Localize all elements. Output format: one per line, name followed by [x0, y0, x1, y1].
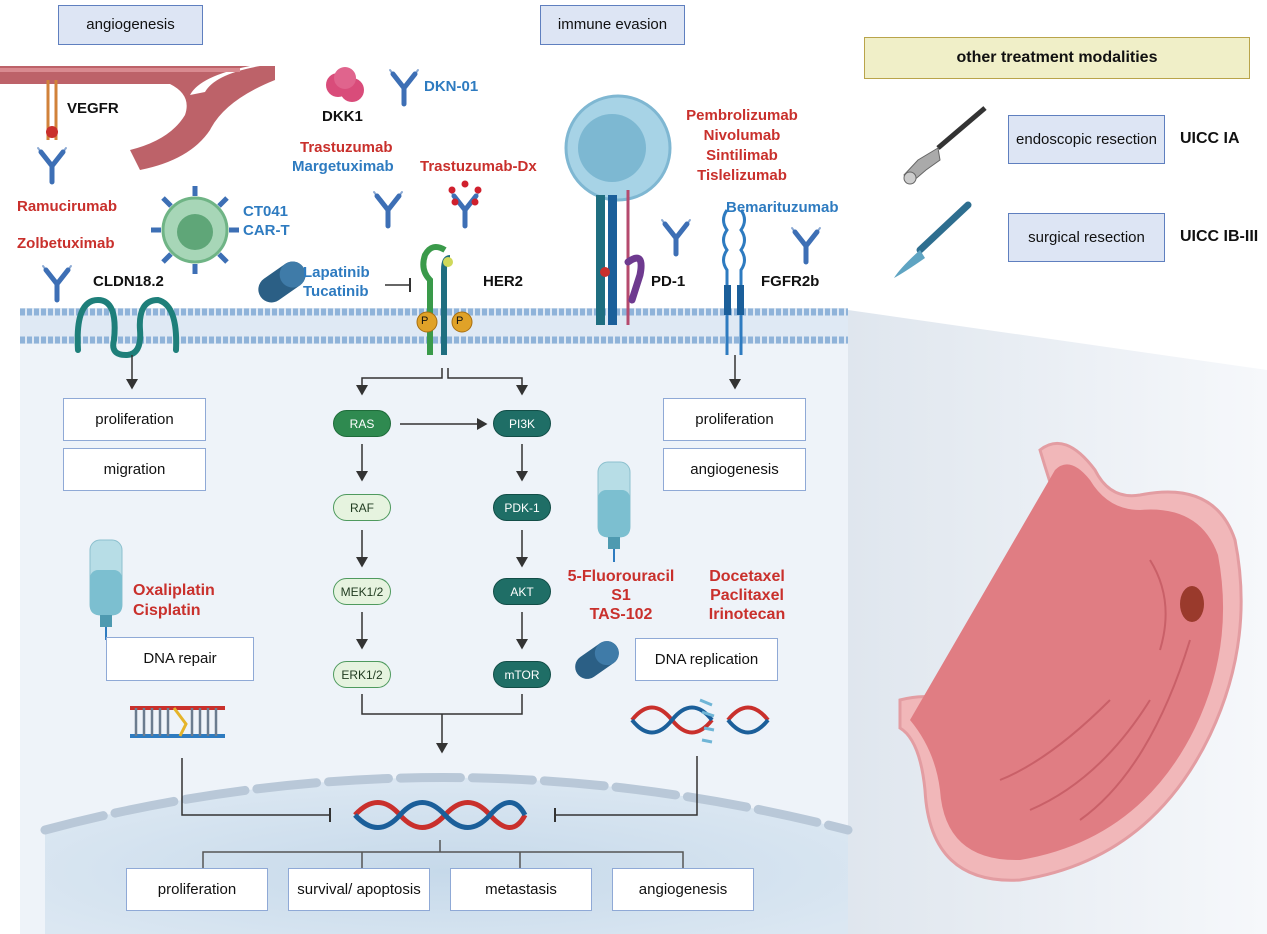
dna-repair-box: DNA repair	[106, 637, 254, 681]
capsule-icon	[575, 641, 619, 679]
cldn18-2-label: CLDN18.2	[93, 273, 164, 290]
endoscopic-resection-box: endoscopic resection	[1008, 115, 1165, 164]
blood-vessel	[0, 66, 275, 170]
dkk1-protein-icon	[326, 67, 364, 102]
outcome-metastasis-box: metastasis	[450, 868, 592, 911]
tas-102-label: TAS-102	[589, 606, 653, 623]
her2-receptor	[416, 243, 473, 355]
antibody-icon	[390, 70, 418, 104]
angiogenesis-box: angiogenesis	[663, 448, 806, 491]
oxaliplatin-label: Oxaliplatin	[133, 582, 215, 599]
dna-replication-box: DNA replication	[635, 638, 778, 681]
cisplatin-label: Cisplatin	[133, 602, 201, 619]
mek-node: MEK1/2	[333, 578, 391, 605]
migration-box: migration	[63, 448, 206, 491]
pembrolizumab-label: Pembrolizumab	[686, 107, 798, 124]
vegfr-receptor	[46, 80, 58, 140]
iv-bag-icon	[89, 539, 123, 640]
scalpel-icon	[894, 201, 972, 278]
proliferation-box: proliferation	[63, 398, 206, 441]
angiogenesis-category: angiogenesis	[58, 5, 203, 45]
iv-bag-icon	[597, 461, 631, 562]
fgfr2b-label: FGFR2b	[761, 273, 820, 290]
s1-label: S1	[611, 587, 631, 604]
mtor-node: mTOR	[493, 661, 551, 688]
irinotecan-label: Irinotecan	[708, 606, 786, 623]
uicc-ia-label: UICC IA	[1180, 130, 1240, 147]
trastuzumab-dx-label: Trastuzumab-Dx	[420, 158, 537, 175]
tislelizumab-label: Tislelizumab	[697, 167, 787, 184]
her2-label: HER2	[483, 273, 524, 290]
sintilimab-label: Sintilimab	[706, 147, 778, 164]
pd-1-label: PD-1	[651, 273, 686, 290]
erk-node: ERK1/2	[333, 661, 391, 688]
pdk1-node: PDK-1	[493, 494, 551, 521]
5-fluorouracil-label: 5-Fluorouracil	[567, 568, 675, 585]
uicc-ib-iii-label: UICC IB-III	[1180, 228, 1259, 245]
nivolumab-label: Nivolumab	[703, 127, 781, 144]
cldn18-2-receptor	[74, 296, 180, 359]
dna-helix-icon	[353, 800, 528, 830]
phosphate-label: P	[456, 315, 464, 327]
pi3k-node: PI3K	[493, 410, 551, 437]
proliferation-box: proliferation	[663, 398, 806, 441]
dna-ladder-icon	[130, 706, 225, 738]
docetaxel-label: Docetaxel	[709, 568, 785, 585]
nuclear-envelope	[40, 773, 853, 835]
capsule-icon	[258, 261, 306, 303]
car-t-label: CAR-T	[243, 222, 290, 239]
antibody-icon	[374, 192, 402, 226]
dkk1-label: DKK1	[322, 108, 363, 125]
trastuzumab-label: Trastuzumab	[300, 139, 393, 156]
antibody-icon	[451, 192, 479, 226]
akt-node: AKT	[493, 578, 551, 605]
bemarituzumab-label: Bemarituzumab	[726, 199, 839, 216]
antibody-icon	[662, 220, 690, 254]
outcome-survival-box: survival/ apoptosis	[288, 868, 430, 911]
endoscope-icon	[903, 106, 987, 185]
phosphate-label: P	[421, 315, 429, 327]
drug-conjugate-icon	[448, 180, 482, 206]
immune-evasion-category: immune evasion	[540, 5, 685, 45]
outcome-proliferation-box: proliferation	[126, 868, 268, 911]
lapatinib-label: Lapatinib	[303, 264, 370, 281]
antibody-icon	[43, 266, 71, 300]
ras-node: RAS	[333, 410, 391, 437]
other-treatment-header: other treatment modalities	[864, 37, 1250, 79]
zolbetuximab-label: Zolbetuximab	[17, 235, 115, 252]
dkn-01-label: DKN-01	[424, 78, 479, 95]
tucatinib-label: Tucatinib	[303, 283, 369, 300]
fgfr2b-receptor	[722, 209, 746, 355]
dna-helix-icon	[630, 698, 770, 744]
antibody-icon	[38, 148, 66, 182]
ramucirumab-label: Ramucirumab	[17, 198, 118, 215]
margetuximab-label: Margetuximab	[292, 158, 394, 175]
t-cell-icon	[564, 94, 672, 325]
antibody-icon	[792, 228, 820, 262]
stomach-icon	[898, 441, 1243, 882]
car-t-cell-icon	[151, 186, 239, 274]
surgical-resection-box: surgical resection	[1008, 213, 1165, 262]
outcome-angiogenesis-box: angiogenesis	[612, 868, 754, 911]
vegfr-label: VEGFR	[67, 100, 119, 117]
raf-node: RAF	[333, 494, 391, 521]
paclitaxel-label: Paclitaxel	[710, 587, 784, 604]
ct041-label: CT041	[243, 203, 289, 220]
